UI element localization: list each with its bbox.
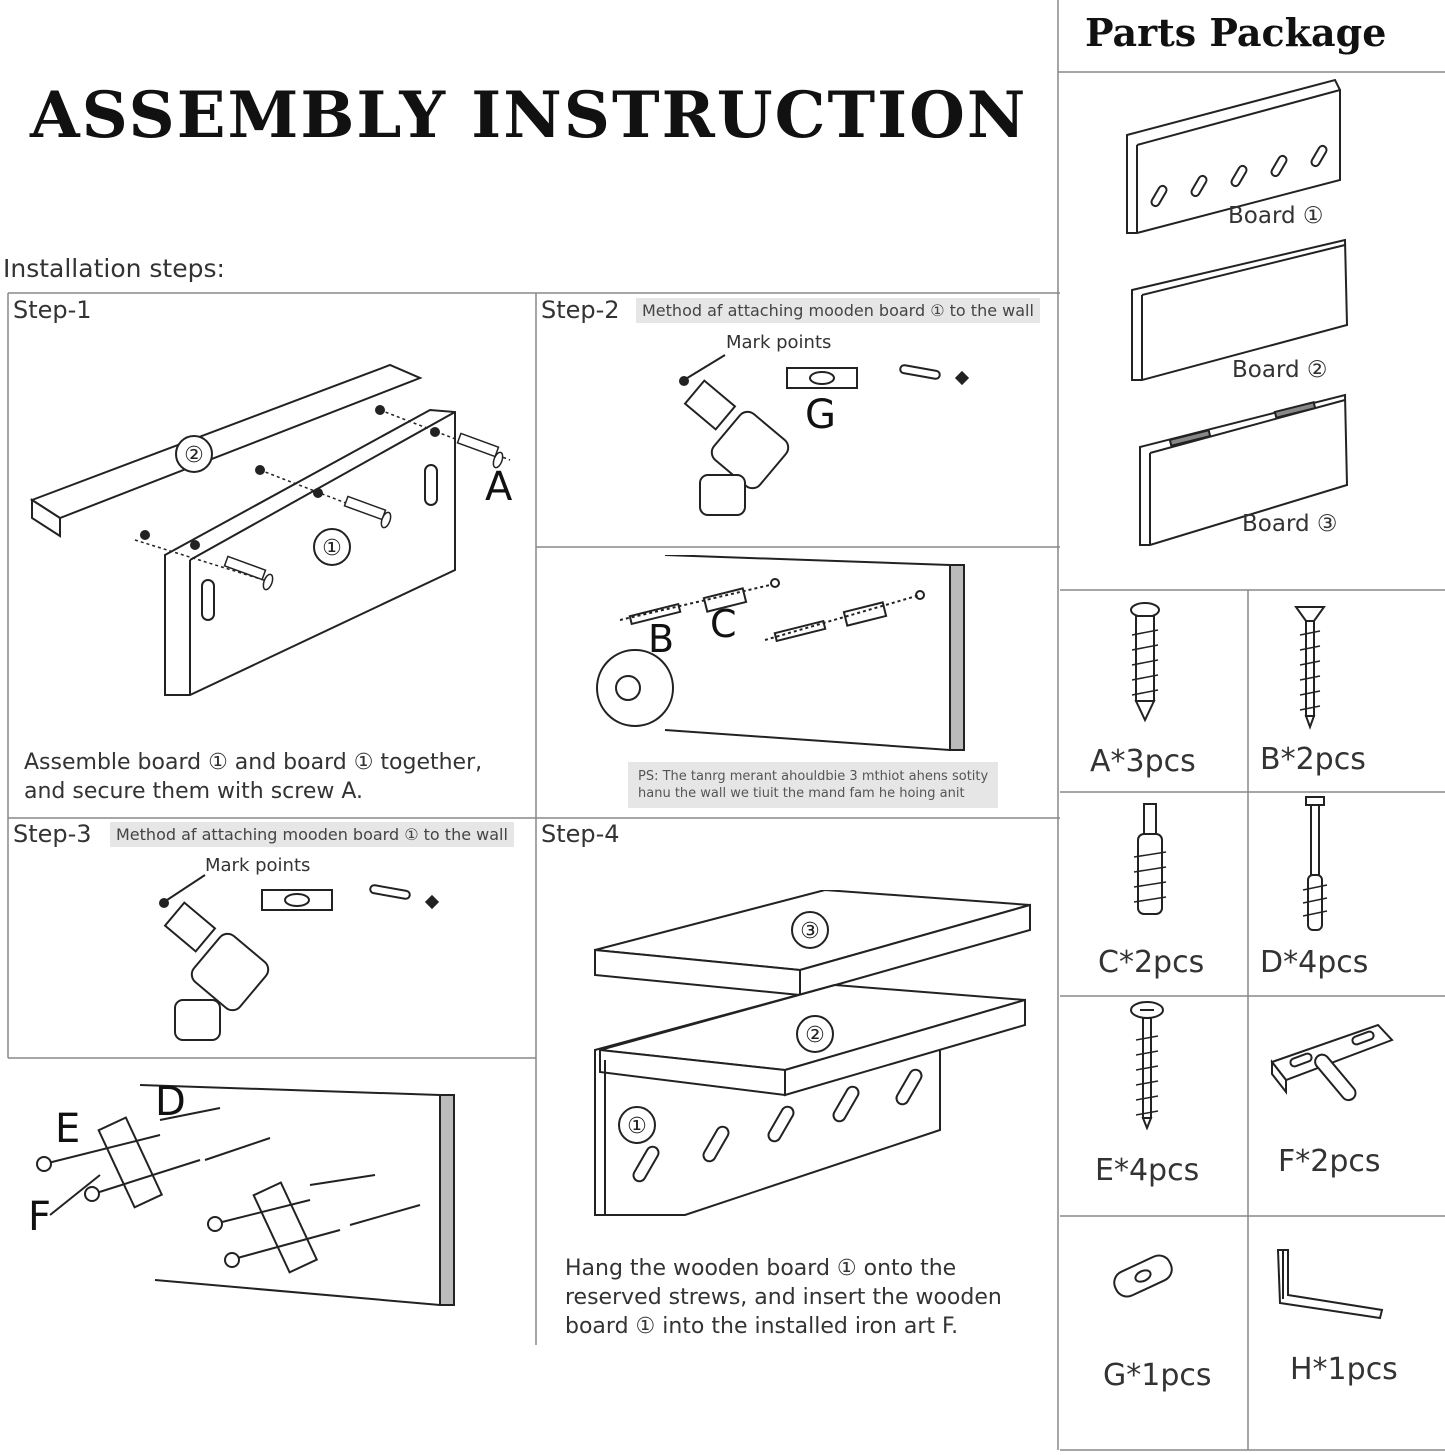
iron-bracket-f-icon bbox=[1270, 1023, 1394, 1102]
step4-board-mid-number: ② bbox=[805, 1023, 825, 1048]
part-b-label: B*2pcs bbox=[1260, 742, 1366, 777]
step1-label: Step-1 bbox=[13, 296, 92, 324]
board1-label: Board ① bbox=[1228, 203, 1324, 229]
step2-ps-line2: hanu the wall we tiuit the mand fam he h… bbox=[638, 786, 965, 801]
part-e-label: E*4pcs bbox=[1095, 1153, 1200, 1188]
step1-caption-line1: Assemble board ① and board ① together, bbox=[24, 750, 483, 775]
step4-caption-line2: reserved strews, and insert the wooden bbox=[565, 1285, 1002, 1310]
part-c-label: C*2pcs bbox=[1098, 945, 1205, 980]
step2-method: Method af attaching mooden board ① to th… bbox=[636, 298, 1040, 323]
part-d-label: D*4pcs bbox=[1260, 945, 1369, 980]
step2-label: Step-2 bbox=[541, 296, 620, 324]
screw-e-icon bbox=[1130, 1001, 1164, 1130]
step1-board-top-number: ② bbox=[184, 443, 204, 468]
step2-letter-c: C bbox=[710, 602, 737, 646]
part-h-label: H*1pcs bbox=[1290, 1352, 1398, 1387]
hex-key-h-icon bbox=[1276, 1249, 1384, 1320]
anchor-c-icon bbox=[1133, 803, 1167, 915]
step1-caption-line2: and secure them with screw A. bbox=[24, 779, 364, 804]
step2-letter-b: B bbox=[648, 617, 674, 661]
board3-label: Board ③ bbox=[1242, 511, 1338, 537]
step3-label: Step-3 bbox=[13, 820, 92, 848]
step2-mark-points: Mark points bbox=[726, 332, 832, 353]
part-g-label: G*1pcs bbox=[1103, 1358, 1212, 1393]
step4-board-top-number: ③ bbox=[800, 919, 820, 944]
anchor-d-icon bbox=[1302, 796, 1328, 931]
step1-illustration: ② ① A bbox=[29, 363, 513, 696]
screw-a-icon bbox=[1130, 602, 1160, 723]
step3-letter-d: D bbox=[155, 1079, 186, 1125]
page-title: ASSEMBLY INSTRUCTION bbox=[30, 78, 1028, 153]
step3-letter-e: E bbox=[55, 1106, 80, 1152]
step2-ps-note: PS: The tanrg merant ahouldbie 3 mthiot … bbox=[628, 762, 999, 808]
step4-caption-line3: board ① into the installed iron art F. bbox=[565, 1314, 959, 1339]
step3-mark-points: Mark points bbox=[205, 855, 311, 876]
step2-level-letter: G bbox=[805, 392, 836, 438]
level-g-icon bbox=[1113, 1254, 1173, 1298]
step3-drill-illustration bbox=[159, 874, 440, 1041]
parts-boards-illustration bbox=[1126, 78, 1349, 546]
step4-board-back-number: ① bbox=[627, 1114, 647, 1139]
step3-method: Method af attaching mooden board ① to th… bbox=[110, 822, 514, 847]
step1-board-bottom-number: ① bbox=[322, 536, 342, 561]
step3-letter-f: F bbox=[28, 1194, 51, 1240]
part-a-label: A*3pcs bbox=[1090, 744, 1196, 779]
step4-caption-line1: Hang the wooden board ① onto the bbox=[565, 1256, 957, 1281]
installation-steps-label: Installation steps: bbox=[3, 254, 225, 283]
step3-wall-illustration: D E F bbox=[28, 1079, 455, 1306]
step1-screw-letter: A bbox=[485, 464, 513, 510]
step4-label: Step-4 bbox=[541, 820, 620, 848]
step4-illustration: ③ ② ① bbox=[594, 890, 1031, 1216]
step2-ps-line1: PS: The tanrg merant ahouldbie 3 mthiot … bbox=[638, 769, 989, 784]
step2-wall-illustration: B C bbox=[596, 555, 965, 751]
board2-label: Board ② bbox=[1232, 357, 1328, 383]
step2-drill-illustration: G bbox=[679, 354, 970, 516]
part-f-label: F*2pcs bbox=[1278, 1144, 1381, 1179]
parts-package-title: Parts Package bbox=[1085, 10, 1387, 55]
screw-b-icon bbox=[1294, 606, 1326, 730]
